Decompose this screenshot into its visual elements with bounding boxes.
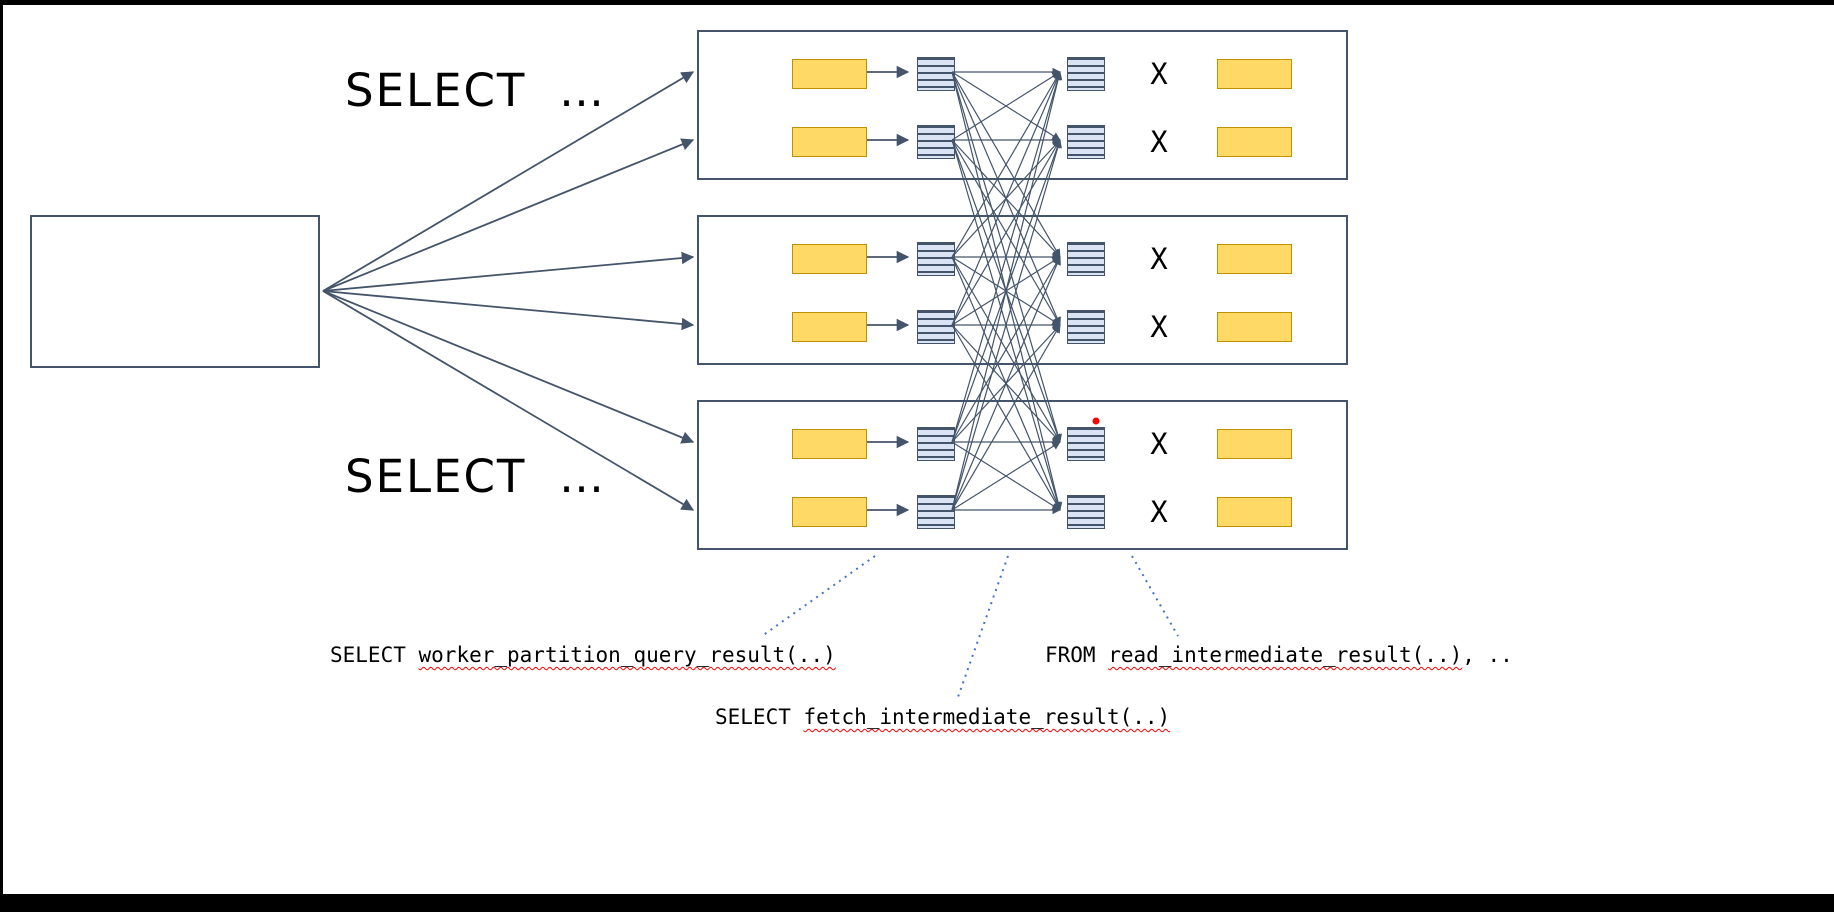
worker-1-row-1: X [699, 56, 1346, 92]
query-label-bottom: SELECT … [345, 450, 607, 503]
fetched-result-icon [1067, 427, 1105, 461]
join-x-label: X [1150, 57, 1168, 91]
left-border-bar [0, 0, 3, 912]
partitioned-result-icon [917, 125, 955, 159]
source-table-icon [792, 59, 867, 89]
top-border-bar [0, 0, 1834, 5]
sql-keyword: FROM [1045, 643, 1109, 667]
source-table-icon [792, 127, 867, 157]
worker-node-3: X X [697, 400, 1348, 550]
bottom-border-bar [0, 894, 1834, 912]
join-x-label: X [1150, 310, 1168, 344]
source-table-icon [792, 244, 867, 274]
annotation-read-result: FROM read_intermediate_result(..), .. [1045, 643, 1513, 667]
join-table-icon [1217, 429, 1292, 459]
join-x-label: X [1150, 495, 1168, 529]
worker-node-2: X X [697, 215, 1348, 365]
worker-2-row-2: X [699, 309, 1346, 345]
coordinator-node [30, 215, 320, 368]
sql-tail: , .. [1462, 643, 1513, 667]
fetched-result-icon [1067, 310, 1105, 344]
join-x-label: X [1150, 242, 1168, 276]
join-table-icon [1217, 127, 1292, 157]
sql-keyword: SELECT [330, 643, 419, 667]
fetched-result-icon [1067, 57, 1105, 91]
join-table-icon [1217, 497, 1292, 527]
source-table-icon [792, 312, 867, 342]
worker-3-row-2: X [699, 494, 1346, 530]
worker-2-row-1: X [699, 241, 1346, 277]
fetched-result-icon [1067, 242, 1105, 276]
join-x-label: X [1150, 427, 1168, 461]
sql-keyword: SELECT [715, 705, 804, 729]
source-table-icon [792, 429, 867, 459]
sql-function: read_intermediate_result(..) [1108, 643, 1463, 667]
source-table-icon [792, 497, 867, 527]
callout-lines [761, 555, 1179, 698]
partitioned-result-icon [917, 427, 955, 461]
worker-3-row-1: X [699, 426, 1346, 462]
partitioned-result-icon [917, 495, 955, 529]
annotation-fetch-result: SELECT fetch_intermediate_result(..) [715, 705, 1170, 729]
worker-node-1: X X [697, 30, 1348, 180]
worker-1-row-2: X [699, 124, 1346, 160]
query-label-top: SELECT … [345, 64, 607, 117]
join-table-icon [1217, 244, 1292, 274]
join-table-icon [1217, 312, 1292, 342]
fetched-result-icon [1067, 125, 1105, 159]
coordinator-fanout-arrows [322, 71, 695, 511]
annotation-partition-query: SELECT worker_partition_query_result(..) [330, 643, 836, 667]
join-table-icon [1217, 59, 1292, 89]
join-x-label: X [1150, 125, 1168, 159]
partitioned-result-icon [917, 310, 955, 344]
partitioned-result-icon [917, 57, 955, 91]
sql-function: worker_partition_query_result(..) [418, 643, 836, 667]
partitioned-result-icon [917, 242, 955, 276]
fetched-result-icon [1067, 495, 1105, 529]
sql-function: fetch_intermediate_result(..) [803, 705, 1171, 729]
